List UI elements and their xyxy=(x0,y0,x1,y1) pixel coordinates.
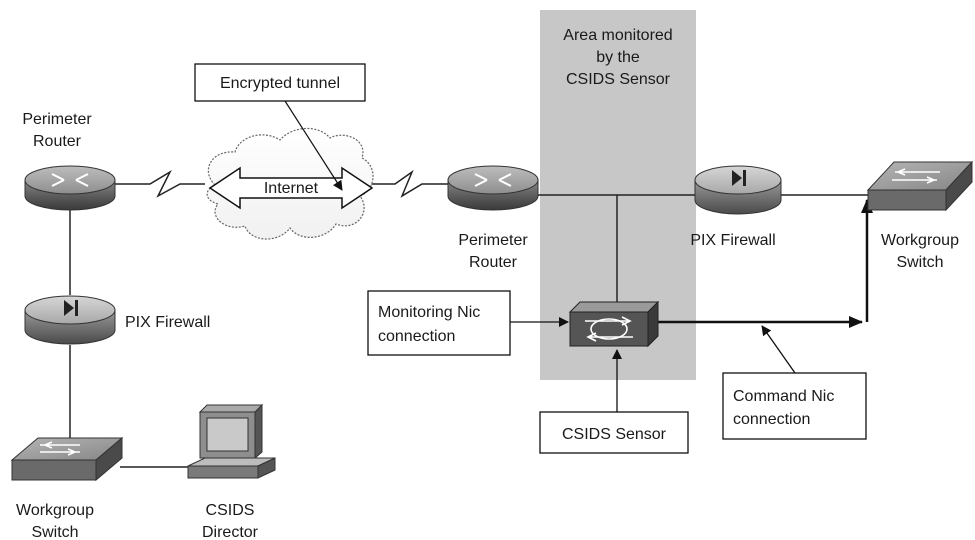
left-switch-label-line2: Switch xyxy=(31,524,78,540)
left-firewall-label: PIX Firewall xyxy=(125,314,210,331)
tunnel-callout-label: Encrypted tunnel xyxy=(220,75,340,92)
right-router-label-line1: Perimeter xyxy=(458,232,528,249)
command-callout-line1: Command Nic xyxy=(733,388,834,405)
command-callout-box xyxy=(722,372,867,440)
left-router-top xyxy=(24,165,116,195)
director-base xyxy=(187,465,259,479)
router-arrows-icon xyxy=(474,173,512,187)
monitoring-nic-callout: Monitoring Nic connection xyxy=(367,290,569,356)
tunnel-callout-pointer xyxy=(284,100,343,191)
command-callout-pointer xyxy=(761,325,796,374)
left-switch-side xyxy=(95,436,123,482)
wan-link-right xyxy=(365,169,455,198)
sensor-top xyxy=(568,301,660,313)
sensor-side xyxy=(647,300,659,348)
right-firewall-label: PIX Firewall xyxy=(690,232,775,249)
command-callout-line2: connection xyxy=(733,411,810,428)
monitored-area-label-line2: by the xyxy=(596,49,640,66)
director-monitor-top xyxy=(198,404,264,413)
right-switch-front xyxy=(867,189,947,211)
switch-arrows-icon xyxy=(892,168,940,184)
firewall-icon xyxy=(732,170,746,186)
right-switch-label-line1: Workgroup xyxy=(881,232,959,249)
right-router: Perimeter Router xyxy=(447,165,539,271)
left-firewall: PIX Firewall xyxy=(24,295,210,345)
command-nic-callout: Command Nic connection xyxy=(722,325,867,440)
connections xyxy=(69,169,868,468)
right-switch-side xyxy=(945,160,973,212)
left-router: Perimeter Router xyxy=(22,111,116,211)
monitored-area-label-line1: Area monitored xyxy=(563,27,672,44)
right-router-label-line2: Router xyxy=(469,254,518,271)
csids-director: CSIDS Director xyxy=(187,403,276,540)
right-firewall: PIX Firewall xyxy=(690,165,782,249)
director-base-side xyxy=(257,457,276,479)
sensor-icon xyxy=(585,316,633,342)
monitoring-callout-line1: Monitoring Nic xyxy=(378,304,480,321)
sensor-callout-box xyxy=(539,411,689,454)
monitored-area-label-line3: CSIDS Sensor xyxy=(566,71,671,88)
csids-sensor-callout: CSIDS Sensor xyxy=(539,349,689,454)
tunnel-double-arrow xyxy=(208,166,374,210)
right-switch: Workgroup Switch xyxy=(866,160,974,271)
director-screen xyxy=(206,417,249,452)
sensor-callout-label: CSIDS Sensor xyxy=(562,426,667,443)
director-monitor-side xyxy=(254,403,263,460)
csids-sensor-device xyxy=(568,300,660,348)
wan-link-left xyxy=(112,170,205,198)
right-switch-label-line2: Switch xyxy=(896,254,943,271)
tunnel-callout-box xyxy=(194,63,366,102)
monitoring-callout-line2: connection xyxy=(378,328,455,345)
left-switch: Workgroup Switch xyxy=(10,436,124,540)
left-switch-label-line1: Workgroup xyxy=(16,502,94,519)
director-label-line1: CSIDS xyxy=(206,502,255,519)
internet-label: Internet xyxy=(264,180,319,197)
firewall-icon xyxy=(64,300,78,316)
left-switch-front xyxy=(11,459,97,481)
command-nic-link xyxy=(657,199,873,328)
left-router-label-line2: Router xyxy=(33,133,82,150)
right-router-top xyxy=(447,165,539,195)
director-label-line2: Director xyxy=(202,524,259,540)
monitoring-callout-box xyxy=(367,290,511,356)
switch-arrows-icon xyxy=(40,441,80,456)
tunnel-callout: Encrypted tunnel xyxy=(194,63,366,191)
left-router-label-line1: Perimeter xyxy=(22,111,92,128)
sensor-front xyxy=(569,311,649,347)
internet-cloud: Internet xyxy=(206,127,374,240)
router-arrows-icon xyxy=(51,173,89,187)
